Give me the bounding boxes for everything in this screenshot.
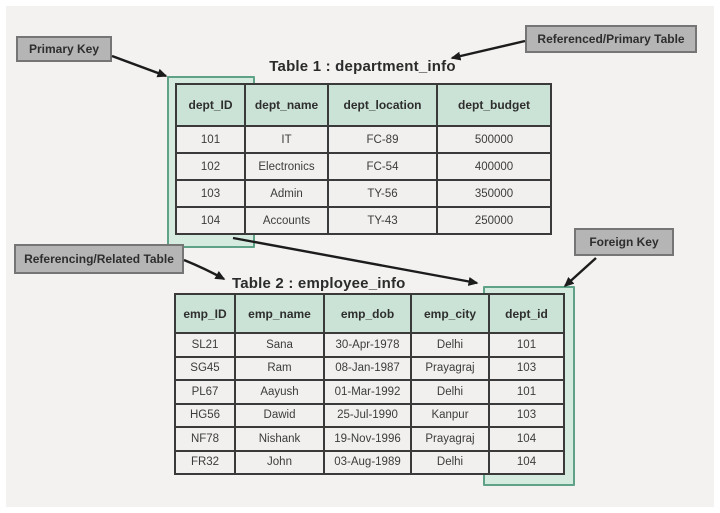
table-cell: 101 (488, 379, 565, 405)
table-cell: 104 (175, 206, 246, 235)
table-cell: 03-Aug-1989 (323, 449, 412, 475)
table-cell: 350000 (436, 179, 552, 208)
column-header: emp_city (410, 293, 490, 334)
table-cell: 25-Jul-1990 (323, 402, 412, 428)
table-cell: Accounts (244, 206, 329, 235)
table1-title: Table 1 : department_info (269, 58, 456, 75)
table-cell: Electronics (244, 152, 329, 181)
table-cell: HG56 (174, 402, 236, 428)
table-cell: 101 (488, 332, 565, 358)
table-cell: FC-89 (327, 125, 438, 154)
table-cell: 01-Mar-1992 (323, 379, 412, 405)
table-cell: 30-Apr-1978 (323, 332, 412, 358)
primary-key-label: Primary Key (16, 36, 112, 62)
table-cell: Dawid (234, 402, 325, 428)
referenced-primary-table-label: Referenced/Primary Table (525, 25, 697, 53)
column-header: dept_location (327, 83, 438, 127)
table-cell: Prayagraj (410, 355, 490, 381)
table2-title: Table 2 : employee_info (232, 275, 406, 292)
table-cell: 19-Nov-1996 (323, 426, 412, 452)
table-cell: Sana (234, 332, 325, 358)
table-cell: Prayagraj (410, 426, 490, 452)
table-cell: 250000 (436, 206, 552, 235)
column-header: dept_id (488, 293, 565, 334)
table-cell: Admin (244, 179, 329, 208)
table-cell: FR32 (174, 449, 236, 475)
table-cell: IT (244, 125, 329, 154)
table-cell: FC-54 (327, 152, 438, 181)
table-cell: 103 (488, 402, 565, 428)
table-cell: 08-Jan-1987 (323, 355, 412, 381)
table-cell: 102 (175, 152, 246, 181)
table-cell: John (234, 449, 325, 475)
table-cell: SG45 (174, 355, 236, 381)
table-cell: TY-43 (327, 206, 438, 235)
table-cell: SL21 (174, 332, 236, 358)
table-cell: 104 (488, 426, 565, 452)
foreign-key-label: Foreign Key (574, 228, 674, 256)
column-header: emp_name (234, 293, 325, 334)
table-cell: PL67 (174, 379, 236, 405)
table-cell: 104 (488, 449, 565, 475)
table-cell: Delhi (410, 332, 490, 358)
column-header: emp_dob (323, 293, 412, 334)
table-cell: 103 (488, 355, 565, 381)
table-cell: Ram (234, 355, 325, 381)
referencing-related-table-label: Referencing/Related Table (14, 244, 184, 274)
table-cell: Aayush (234, 379, 325, 405)
table-cell: 103 (175, 179, 246, 208)
table-cell: Kanpur (410, 402, 490, 428)
column-header: dept_ID (175, 83, 246, 127)
table-cell: Nishank (234, 426, 325, 452)
column-header: emp_ID (174, 293, 236, 334)
column-header: dept_budget (436, 83, 552, 127)
column-header: dept_name (244, 83, 329, 127)
table-cell: TY-56 (327, 179, 438, 208)
table-cell: Delhi (410, 379, 490, 405)
diagram-canvas: Table 1 : department_info Table 2 : empl… (6, 6, 714, 507)
table-cell: 500000 (436, 125, 552, 154)
table-cell: NF78 (174, 426, 236, 452)
table-cell: 400000 (436, 152, 552, 181)
table-cell: 101 (175, 125, 246, 154)
table-cell: Delhi (410, 449, 490, 475)
